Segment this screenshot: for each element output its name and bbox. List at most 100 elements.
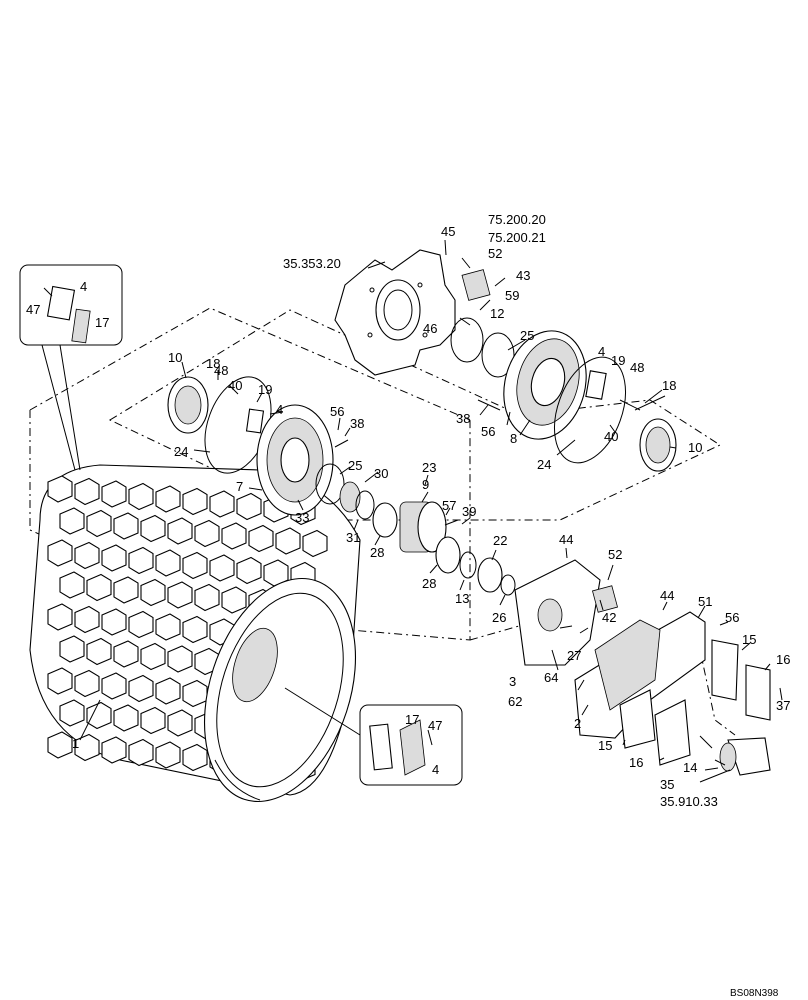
drum-pad [275, 527, 301, 555]
drum-pad [209, 490, 235, 518]
drum-pad [59, 507, 85, 535]
part-label: 4 [598, 344, 605, 359]
drum-pad [182, 743, 208, 772]
part-label: 47 [26, 302, 40, 317]
drum-pad [59, 699, 85, 727]
drum-pad [86, 573, 112, 602]
drum-pad [113, 512, 139, 540]
drum-pad [101, 608, 127, 636]
part-label: 1 [72, 736, 79, 751]
part-label: 43 [516, 268, 530, 283]
part-label: 9 [422, 477, 429, 492]
part-label: 14 [683, 760, 697, 775]
part-label: 48 [630, 360, 644, 375]
drum-pad [236, 556, 262, 585]
drum-pad [140, 514, 166, 543]
part-label: 17 [95, 315, 109, 330]
drum-pad [128, 610, 154, 639]
part-label: 4 [80, 279, 87, 294]
part-label: 15 [598, 738, 612, 753]
part-label: 25 [348, 458, 362, 473]
drum-pad [182, 551, 208, 580]
part-label: 62 [508, 694, 522, 709]
drum-pad [128, 482, 154, 511]
lower-right-parts [514, 559, 771, 776]
drum-pad [167, 581, 193, 609]
drum-pad [140, 706, 166, 735]
part-label: 24 [174, 444, 188, 459]
drum-pad [221, 522, 247, 550]
part-label: 40 [604, 429, 618, 444]
part-label: 27 [567, 648, 581, 663]
drum-pad [113, 576, 139, 604]
part-label: 28 [422, 576, 436, 591]
drum-pad [248, 524, 274, 553]
part-label: 37 [776, 698, 790, 713]
part-label: 38 [456, 411, 470, 426]
drum-pad [101, 736, 127, 764]
drum-pad [86, 701, 112, 730]
drum-pad [140, 578, 166, 607]
drum-pad [167, 517, 193, 545]
drum-pad [167, 709, 193, 737]
drum-pad [209, 554, 235, 582]
drum-pad [113, 640, 139, 668]
drum-pad [101, 480, 127, 508]
part-label: 19 [611, 353, 625, 368]
drum-pad [74, 669, 100, 698]
part-label: 40 [228, 378, 242, 393]
part-label: 16 [629, 755, 643, 770]
part-label: 26 [492, 610, 506, 625]
part-label: 35.910.33 [660, 794, 718, 809]
padfoot-drum [29, 464, 361, 803]
part-label: 10 [688, 440, 702, 455]
part-label: 46 [423, 321, 437, 336]
part-label: 4 [432, 762, 439, 777]
part-label: 3 [509, 674, 516, 689]
drum-pad [101, 544, 127, 572]
part-label: 22 [493, 533, 507, 548]
part-label: 52 [608, 547, 622, 562]
drum-pad [47, 667, 73, 695]
part-label: 7 [236, 479, 243, 494]
part-label: 28 [370, 545, 384, 560]
part-label: 18 [206, 356, 220, 371]
drum-pad [113, 704, 139, 732]
part-label: 12 [490, 306, 504, 321]
part-label: 59 [505, 288, 519, 303]
part-label: 64 [544, 670, 558, 685]
part-label: 15 [742, 632, 756, 647]
part-label: 56 [330, 404, 344, 419]
part-label: 47 [428, 718, 442, 733]
drum-pad [167, 645, 193, 673]
drum-pad [86, 509, 112, 538]
drum-pad [128, 738, 154, 767]
part-label: 24 [537, 457, 551, 472]
drum-pad [74, 605, 100, 634]
callout-box-bottom [284, 687, 463, 786]
drum-pad [59, 571, 85, 599]
drum-pad [128, 674, 154, 703]
drum-pad [182, 615, 208, 644]
drum-pad [47, 475, 73, 503]
part-label: 39 [462, 504, 476, 519]
drum-pad [155, 485, 181, 513]
drum-pad [74, 733, 100, 762]
part-label: 19 [258, 382, 272, 397]
drum-pad [182, 487, 208, 516]
drum-pad [47, 539, 73, 567]
drum-pad [302, 529, 328, 558]
drum-pad [155, 549, 181, 577]
part-label: 56 [481, 424, 495, 439]
drum-pad [221, 586, 247, 614]
drum-pad [140, 642, 166, 671]
part-label: 45 [441, 224, 455, 239]
drum-pad [47, 603, 73, 631]
leader-lines [79, 239, 783, 783]
part-label: 75.200.20 [488, 212, 546, 227]
part-label: 51 [698, 594, 712, 609]
part-label: 4 [276, 402, 283, 417]
drum-pad [74, 477, 100, 506]
part-label: 52 [488, 246, 502, 261]
left-inner-parts [167, 376, 516, 596]
